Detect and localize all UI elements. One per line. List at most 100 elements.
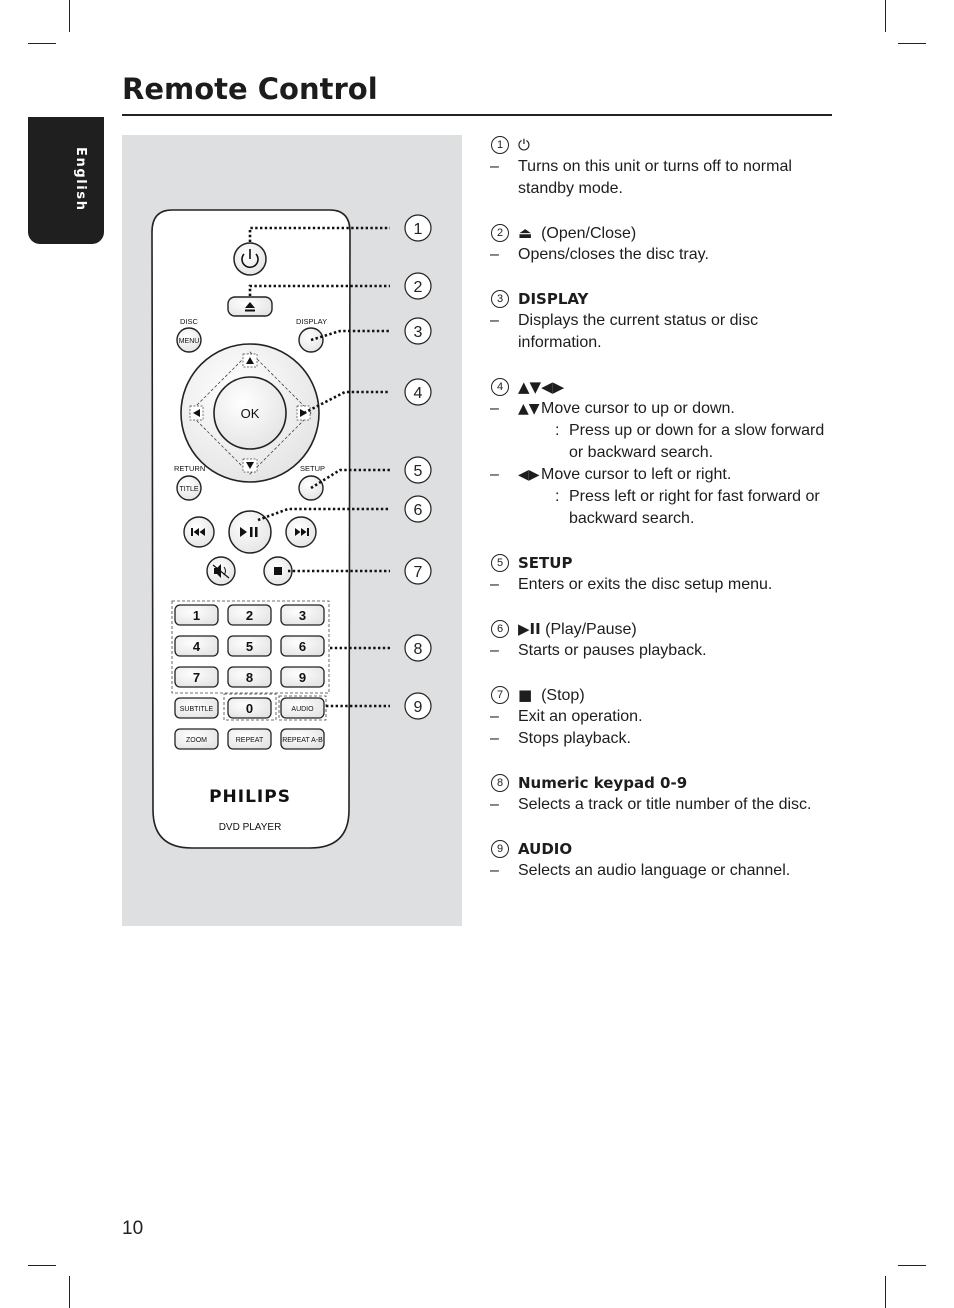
- item-line: Exit an operation.: [518, 708, 643, 725]
- crop-mark: [28, 1265, 56, 1266]
- eject-button: [227, 296, 273, 317]
- language-tab: English: [28, 117, 104, 244]
- keypad-key-7: 7: [174, 666, 219, 688]
- item-line: Move cursor to left or right.: [541, 466, 732, 483]
- callout-number: 8: [414, 641, 423, 658]
- crop-mark: [885, 1276, 886, 1308]
- brand-logo: PHILIPS: [209, 787, 291, 807]
- previous-button: [183, 516, 215, 548]
- item-numeric-keypad: 8 Numeric keypad 0-9 – Selects a track or…: [490, 772, 835, 816]
- dash: –: [490, 246, 499, 263]
- item-line: Press up or down for a slow forward or b…: [569, 422, 825, 461]
- callout-7: 7: [404, 557, 432, 585]
- dash: –: [490, 576, 499, 593]
- item-line: Turns on this unit or turns off to norma…: [518, 158, 792, 197]
- item-stop: 7 ■ (Stop) –Exit an operation. –Stops pl…: [490, 684, 835, 750]
- svg-text:REPEAT: REPEAT: [236, 737, 264, 744]
- keypad-key-0: 0: [227, 697, 272, 719]
- item-number: 9: [491, 840, 509, 858]
- title-rule: [122, 114, 832, 116]
- stop-button: [263, 556, 293, 586]
- repeat-ab-button: REPEAT A-B: [280, 728, 325, 750]
- callout-8: 8: [404, 634, 432, 662]
- colon: :: [555, 488, 560, 505]
- item-power: 1 ⏻ –Turns on this unit or turns off to …: [490, 134, 835, 200]
- item-number: 8: [491, 774, 509, 792]
- callout-9: 9: [404, 692, 432, 720]
- keypad-key-label: 5: [246, 639, 253, 654]
- keypad-key-label: 7: [193, 670, 200, 685]
- item-name: SETUP: [518, 554, 573, 572]
- arrow-keys-icon: ▲▼◀▶: [518, 378, 565, 396]
- keypad-key-label: 9: [299, 670, 306, 685]
- callouts: 1 2 3 4 5 6 7 8 9: [404, 214, 432, 720]
- setup-label: SETUP: [300, 464, 325, 473]
- nav-dashed-diamond: [188, 351, 312, 475]
- item-line: Move cursor to up or down.: [541, 400, 735, 417]
- keypad-key-5: 5: [227, 635, 272, 657]
- colon: :: [555, 422, 560, 439]
- nav-right-arrow: [296, 405, 311, 421]
- item-line: Selects an audio language or channel.: [518, 862, 791, 879]
- up-down-icon: ▲▼: [518, 401, 540, 417]
- item-line: Opens/closes the disc tray.: [518, 246, 709, 263]
- item-number: 7: [491, 686, 509, 704]
- callout-number: 2: [414, 279, 423, 296]
- zoom-button: ZOOM: [174, 728, 219, 750]
- next-button: [285, 516, 317, 548]
- crop-mark: [28, 43, 56, 44]
- callout-number: 4: [414, 385, 423, 402]
- item-number: 6: [491, 620, 509, 638]
- dash: –: [490, 400, 499, 417]
- item-line: Enters or exits the disc setup menu.: [518, 576, 773, 593]
- svg-text:SUBTITLE: SUBTITLE: [180, 706, 214, 713]
- stop-icon: ■: [518, 686, 533, 704]
- ok-label: OK: [241, 406, 260, 421]
- item-name: Numeric keypad 0-9: [518, 774, 688, 792]
- keypad-key-6: 6: [280, 635, 325, 657]
- keypad-key-2: 2: [227, 604, 272, 626]
- keypad-dashed-box: [171, 600, 330, 694]
- keypad-key-label: 4: [193, 639, 201, 654]
- dash: –: [490, 796, 499, 813]
- page-title: Remote Control: [122, 72, 378, 106]
- leader-4: [303, 390, 390, 415]
- nav-left-arrow: [189, 405, 204, 421]
- title-label: TITLE: [179, 486, 198, 493]
- callout-4: 4: [404, 378, 432, 406]
- keypad-key-label: 2: [246, 608, 253, 623]
- crop-mark: [898, 43, 926, 44]
- eject-icon: ⏏: [518, 224, 533, 242]
- play-pause-button: [228, 510, 272, 554]
- svg-text:AUDIO: AUDIO: [291, 706, 314, 713]
- item-suffix: (Play/Pause): [545, 621, 637, 638]
- item-navigation: 4 ▲▼◀▶ – ▲▼ : Move cursor to up or down.…: [490, 376, 835, 530]
- power-button: [233, 242, 267, 276]
- keypad-key-label: 8: [246, 670, 253, 685]
- item-name: DISPLAY: [518, 290, 589, 308]
- leader-1: [248, 226, 390, 242]
- callout-5: 5: [404, 456, 432, 484]
- item-number: 2: [491, 224, 509, 242]
- item-number: 1: [491, 136, 509, 154]
- item-number: 4: [491, 378, 509, 396]
- play-pause-icon: ▶II: [518, 620, 541, 638]
- item-eject: 2 ⏏ (Open/Close) –Opens/closes the disc …: [490, 222, 835, 266]
- item-line: Selects a track or title number of the d…: [518, 796, 812, 813]
- callout-number: 1: [414, 221, 423, 238]
- keypad-key-8: 8: [227, 666, 272, 688]
- keypad-key-9: 9: [280, 666, 325, 688]
- callout-number: 5: [414, 463, 423, 480]
- callout-number: 6: [414, 502, 423, 519]
- power-icon: ⏻: [518, 136, 530, 154]
- crop-mark: [69, 1276, 70, 1308]
- subtitle-button: SUBTITLE: [174, 697, 219, 719]
- leader-5: [310, 468, 390, 490]
- item-setup: 5 SETUP –Enters or exits the disc setup …: [490, 552, 835, 596]
- keypad-key-label: 3: [299, 608, 306, 623]
- nav-up-arrow: [242, 353, 258, 368]
- callout-number: 3: [414, 324, 423, 341]
- repeat-button: REPEAT: [227, 728, 272, 750]
- zero-dashed-box: [223, 693, 277, 721]
